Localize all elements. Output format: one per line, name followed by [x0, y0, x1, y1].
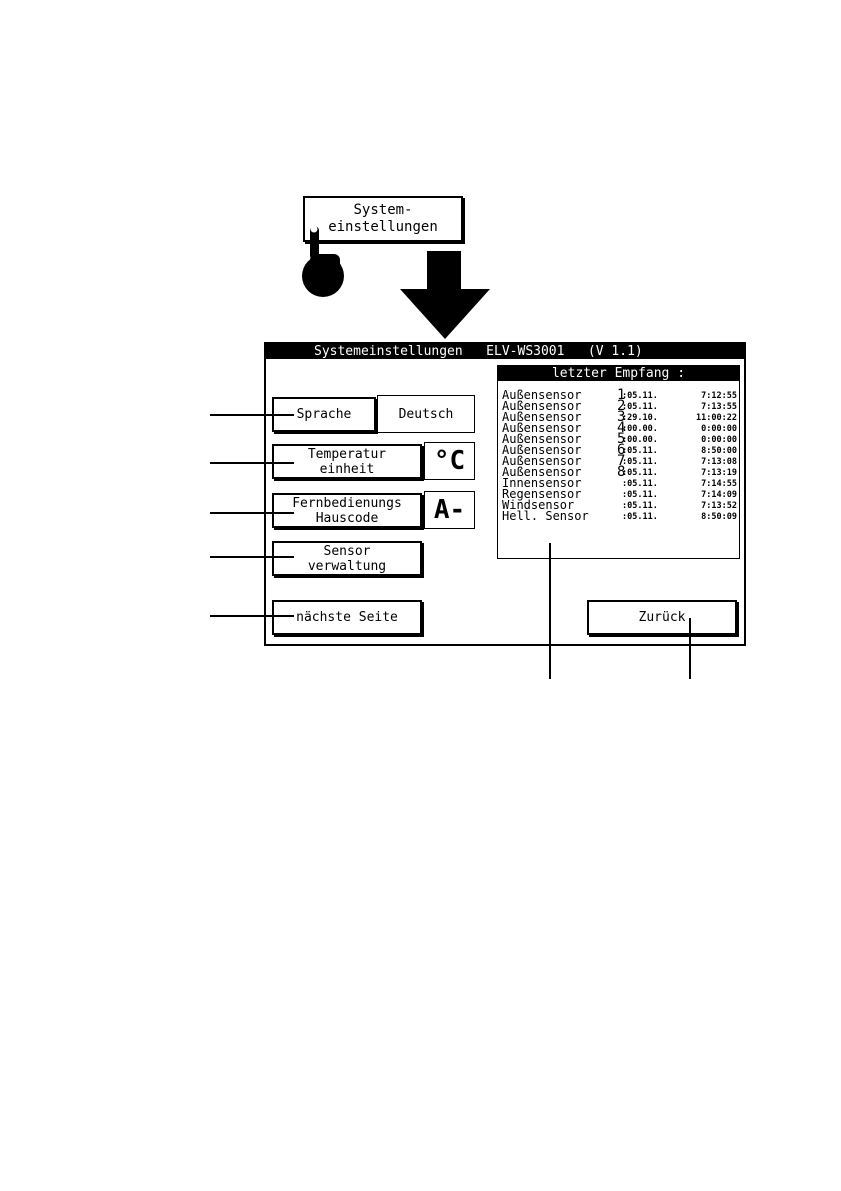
sensor-name: Außensensor	[502, 432, 582, 446]
callout-line-sensor-panel	[549, 543, 551, 679]
sensor-date: :05.11.	[622, 402, 658, 412]
remote-housecode-button[interactable]: Fernbedienungs Hauscode	[272, 493, 422, 528]
back-button-label: Zurück	[638, 610, 686, 625]
sensor-row: Außensensor 7 :05.11. 7:13:08	[502, 453, 737, 469]
next-page-button-label: nächste Seite	[296, 610, 398, 625]
sensor-date: :05.11.	[622, 479, 658, 489]
sensor-time: 8:50:00	[701, 446, 737, 456]
last-reception-panel: letzter Empfang : Außensensor 1 :05.11. …	[497, 365, 740, 559]
system-settings-button[interactable]: System- einstellungen	[303, 196, 463, 242]
sensor-number: 1	[617, 387, 626, 403]
system-settings-label-line2: einstellungen	[328, 219, 438, 235]
pointing-hand-icon	[302, 225, 344, 297]
language-button-label: Sprache	[296, 407, 352, 422]
sensor-number: 3	[617, 409, 626, 425]
sensor-date: :05.11.	[622, 391, 658, 401]
remote-housecode-value: A-	[424, 491, 475, 529]
sensor-row: Außensensor 4 :00.00. 0:00:00	[502, 420, 737, 436]
sensor-row: Hell. Sensor :05.11. 8:50:09	[502, 509, 737, 523]
system-settings-label-line1: System-	[353, 202, 413, 218]
last-reception-header: letzter Empfang :	[498, 366, 739, 381]
sensor-number: 7	[617, 453, 626, 469]
language-value-text: Deutsch	[398, 406, 454, 422]
sensor-management-label-line1: Sensor	[323, 543, 371, 559]
callout-line-remote	[210, 512, 294, 514]
remote-housecode-value-text: A-	[433, 495, 466, 525]
sensor-number: 2	[617, 398, 626, 414]
sensor-name: Außensensor	[502, 443, 582, 457]
temperature-unit-value: °C	[424, 442, 475, 480]
sensor-date: :05.11.	[622, 457, 658, 467]
sensor-name: Regensensor	[502, 487, 582, 501]
sensor-time: 8:50:09	[701, 512, 737, 522]
down-arrow-icon	[427, 251, 461, 291]
sensor-time: 7:13:55	[701, 402, 737, 412]
sensor-time: 7:13:08	[701, 457, 737, 467]
temperature-unit-label-line1: Temperatur	[307, 446, 387, 462]
temperature-unit-value-text: °C	[433, 446, 466, 476]
sensor-name: Außensensor	[502, 399, 582, 413]
callout-line-temperature	[210, 462, 294, 464]
sensor-number: 5	[617, 431, 626, 447]
sensor-name: Innensensor	[502, 476, 582, 490]
sensor-row: Regensensor :05.11. 7:14:09	[502, 487, 737, 501]
sensor-row: Innensensor :05.11. 7:14:55	[502, 476, 737, 490]
sensor-time: 7:14:55	[701, 479, 737, 489]
temperature-unit-label-line2: einheit	[319, 461, 375, 477]
sensor-time: 11:00:22	[696, 413, 737, 423]
sensor-time: 7:13:19	[701, 468, 737, 478]
sensor-name: Außensensor	[502, 388, 582, 402]
sensor-date: :00.00.	[622, 435, 658, 445]
sensor-name: Windsensor	[502, 498, 575, 512]
language-button[interactable]: Sprache	[272, 397, 376, 432]
sensor-time: 7:13:52	[701, 501, 737, 511]
sensor-management-label-line2: verwaltung	[307, 558, 387, 574]
sensor-row: Windsensor :05.11. 7:13:52	[502, 498, 737, 512]
sensor-row: Außensensor 6 :05.11. 8:50:00	[502, 442, 737, 458]
sensor-date: :05.11.	[622, 446, 658, 456]
sensor-number: 8	[617, 464, 626, 480]
sensor-name: Außensensor	[502, 410, 582, 424]
sensor-date: :00.00.	[622, 424, 658, 434]
sensor-name: Außensensor	[502, 421, 582, 435]
sensor-date: :05.11.	[622, 490, 658, 500]
sensor-time: 0:00:00	[701, 424, 737, 434]
down-arrow-head-icon	[400, 289, 490, 339]
next-page-button[interactable]: nächste Seite	[272, 600, 422, 635]
sensor-date: :05.11.	[622, 468, 658, 478]
sensor-time: 7:14:09	[701, 490, 737, 500]
sensor-name: Außensensor	[502, 465, 582, 479]
sensor-name: Außensensor	[502, 454, 582, 468]
sensor-name: Hell. Sensor	[502, 509, 589, 523]
callout-line-back	[689, 618, 691, 679]
callout-line-language	[210, 414, 294, 416]
sensor-row: Außensensor 5 :00.00. 0:00:00	[502, 431, 737, 447]
callout-line-sensor	[210, 556, 294, 558]
temperature-unit-button[interactable]: Temperatur einheit	[272, 444, 422, 479]
language-value: Deutsch	[377, 395, 475, 433]
sensor-row: Außensensor 3 :29.10. 11:00:22	[502, 409, 737, 425]
sensor-row: Außensensor 2 :05.11. 7:13:55	[502, 398, 737, 414]
remote-housecode-label-line2: Hauscode	[315, 510, 379, 526]
sensor-row: Außensensor 8 :05.11. 7:13:19	[502, 464, 737, 480]
sensor-row: Außensensor 1 :05.11. 7:12:55	[502, 387, 737, 403]
screen-title: Systemeinstellungen ELV-WS3001 (V 1.1)	[266, 344, 744, 359]
sensor-date: :05.11.	[622, 501, 658, 511]
sensor-date: :05.11.	[622, 512, 658, 522]
sensor-number: 4	[617, 420, 626, 436]
back-button[interactable]: Zurück	[587, 600, 737, 635]
callout-line-next-page	[210, 615, 294, 617]
sensor-time: 0:00:00	[701, 435, 737, 445]
sensor-date: :29.10.	[622, 413, 658, 423]
system-settings-screen: Systemeinstellungen ELV-WS3001 (V 1.1) S…	[264, 342, 746, 646]
sensor-time: 7:12:55	[701, 391, 737, 401]
sensor-management-button[interactable]: Sensor verwaltung	[272, 541, 422, 576]
sensor-number: 6	[617, 442, 626, 458]
remote-housecode-label-line1: Fernbedienungs	[292, 495, 402, 511]
